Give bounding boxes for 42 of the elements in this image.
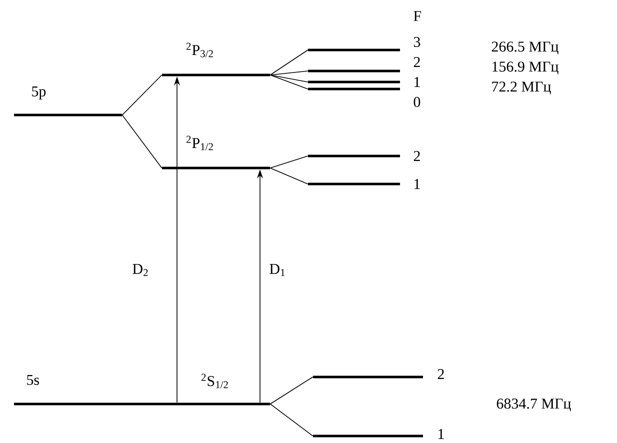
level-label: 266.5 МГц [492, 42, 558, 54]
level-label: 2 [414, 151, 420, 161]
splitting-line [270, 376, 314, 404]
energy-level [308, 57, 420, 72]
energy-level [313, 429, 444, 439]
level-label: 1 [414, 179, 420, 189]
splitting-line [270, 50, 308, 76]
edge-label: D$_{2}$ [131, 263, 150, 277]
level-label: 6834.7 МГц [496, 398, 571, 412]
splitting-line [270, 168, 308, 184]
level-label: 3 [414, 36, 420, 48]
level-label: $^{2}$S$_{1/2}$ [201, 374, 228, 388]
level-label: 156.9 МГц [492, 62, 558, 74]
edge-label: D$_{1}$ [268, 263, 287, 277]
level-label: 1 [438, 429, 444, 439]
splitting-line [270, 404, 314, 436]
energy-level [14, 374, 270, 406]
energy-level [308, 151, 420, 161]
level-label: 0 [414, 96, 420, 108]
energy-level [162, 42, 270, 76]
level-label: 72.2 МГц [492, 82, 551, 94]
energy-level [313, 369, 444, 379]
splitting-line [122, 74, 162, 116]
level-label: 1 [414, 77, 420, 87]
splitting-line [270, 74, 308, 90]
energy-level [308, 179, 420, 189]
energy-level [162, 136, 270, 170]
energy-level [308, 36, 420, 52]
splitting-line [270, 70, 308, 76]
energy-level [308, 88, 420, 108]
splitting-line [270, 74, 308, 82]
level-label: F [414, 11, 421, 21]
level-label: 5s [27, 375, 39, 385]
level-label: 5p [32, 86, 46, 100]
splitting-line [270, 156, 308, 168]
level-label: 2 [438, 369, 444, 379]
level-label: 2 [414, 57, 420, 67]
level-label: $^{2}$P$_{1/2}$ [186, 136, 213, 150]
splitting-line [122, 114, 162, 168]
energy-level [308, 77, 420, 87]
energy-level [14, 86, 122, 116]
level-label: $^{2}$P$_{3/2}$ [186, 42, 213, 58]
